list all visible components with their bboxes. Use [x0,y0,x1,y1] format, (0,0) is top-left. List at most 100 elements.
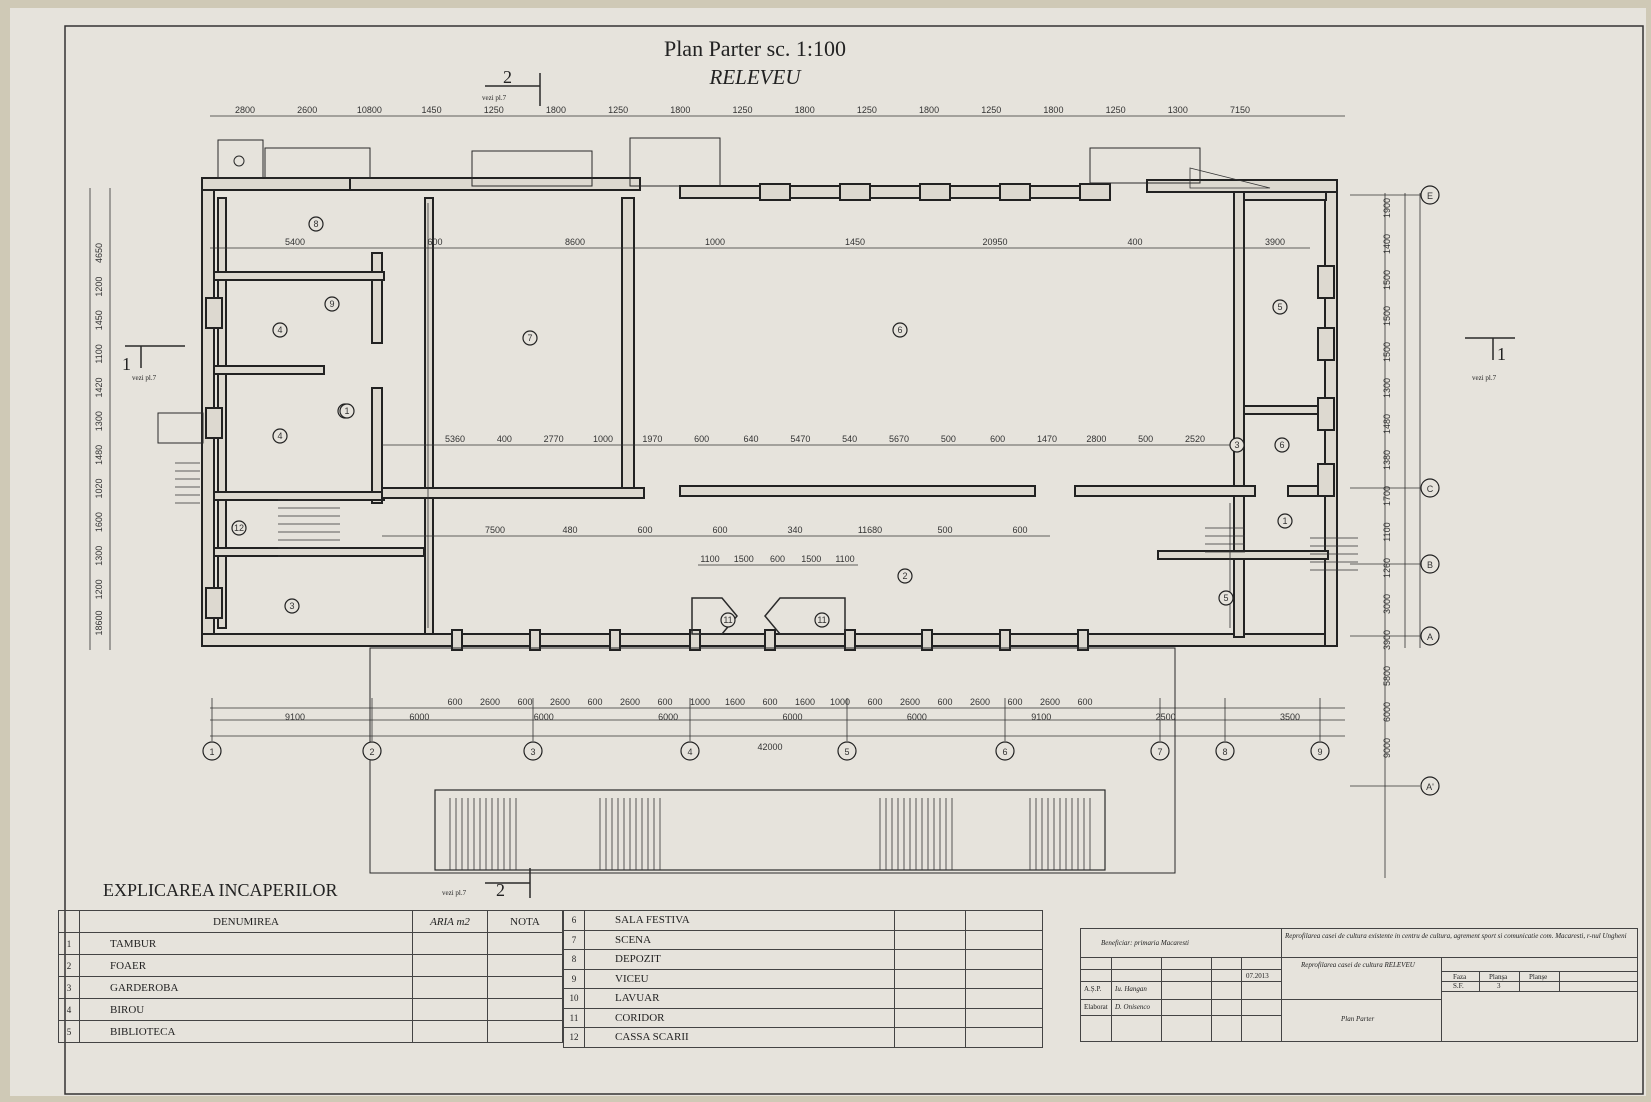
axis-label: 1 [209,747,214,757]
legend-row-area [412,1020,488,1043]
dimension-label: 1300 [1382,378,1392,398]
legend-row-name: FOAER [79,954,413,977]
dimension-label: 8600 [565,237,585,247]
legend-row-note [965,910,1043,931]
dimension-label: 600 [657,697,672,707]
svg-text:2: 2 [503,67,512,87]
axis-bubble [523,741,543,761]
svg-text:1: 1 [1497,344,1506,364]
room-marker-number: 8 [313,219,318,229]
dimension-label: 600 [990,434,1005,444]
dimension-label: 1200 [94,579,104,599]
dimension-label: 6000 [782,712,802,722]
drawing-frame [64,25,1644,1095]
dimension-label: 1800 [670,105,690,115]
dimension-label: 9100 [1031,712,1051,722]
room-marker-circle [1274,437,1290,453]
floor-plan-drawing: Plan Parter sc. 1:100 RELEVEU 2 vezi pl.… [64,25,1644,1095]
dimension-label: 1480 [1382,414,1392,434]
legend-row-area [412,954,488,977]
legend-row-area [412,932,488,955]
dimension-label: 9100 [285,712,305,722]
dimension-label: 1700 [1382,486,1392,506]
dimension-label: 1260 [1382,558,1392,578]
dimension-label: 540 [842,434,857,444]
sheet-description: Reprofilarea casei de cultura RELEVEU [1301,961,1415,969]
dimension-label: 6000 [1382,702,1392,722]
legend-row-area [894,1007,966,1028]
room-marker-circle [522,330,538,346]
legend-row-note [487,976,563,999]
legend-row-area [894,988,966,1009]
dimension-label: 1600 [94,512,104,532]
asp-label: A.Ș.P. [1084,985,1102,993]
legend-row-note [965,968,1043,989]
plan-title: Plan Parter sc. 1:100 [664,36,846,61]
axis-bubble [362,741,382,761]
legend-row-name: CORIDOR [584,1007,895,1028]
dimension-label: 2600 [480,697,500,707]
axis-bubble [1420,776,1440,796]
axis-bubble [1420,554,1440,574]
dimension-label: 1480 [94,445,104,465]
dimension-label: 600 [712,525,727,535]
dimension-label: 1400 [1382,234,1392,254]
legend-row-number: 4 [58,998,80,1021]
legend-row-number: 11 [563,1007,585,1028]
dimension-label: 480 [562,525,577,535]
dimension-label: 600 [1077,697,1092,707]
legend-row-number: 2 [58,954,80,977]
section-mark-1-left: 1 vezi pl.7 [122,345,185,382]
legend-row-name: LAVUAR [584,988,895,1009]
dimension-label: 3900 [1265,237,1285,247]
dimension-label: 640 [743,434,758,444]
dimension-label: 1250 [1106,105,1126,115]
legend-row-note [965,929,1043,950]
room-marker-circle [272,428,288,444]
dimension-label: 5670 [889,434,909,444]
legend-row-name: GARDEROBA [79,976,413,999]
axis-label: 9 [1317,747,1322,757]
dimension-label: 6000 [409,712,429,722]
dimension-label: 3500 [1280,712,1300,722]
room-marker-circle [1272,299,1288,315]
svg-text:2: 2 [496,880,505,900]
room-marker-circle [308,216,324,232]
dimension-label: 400 [497,434,512,444]
dimension-lines [89,115,1421,878]
dimension-label: 1000 [705,237,725,247]
dimension-label: 2600 [1040,697,1060,707]
planse-label: Planșe [1529,973,1548,981]
dimension-label: 6000 [907,712,927,722]
dimension-label: 6000 [534,712,554,722]
title-block: Beneficiar: primaria Macaresti Reprofila… [1080,928,1638,1042]
dimension-label: 1800 [795,105,815,115]
room-marker-circle [272,322,288,338]
dimension-label: 1450 [422,105,442,115]
room-marker-number: 6 [1279,440,1284,450]
dimension-label: 1600 [795,697,815,707]
section-mark-1-right: 1 vezi pl.7 [1465,337,1515,382]
legend-row-number: 7 [563,929,585,950]
elaborat-label: Elaborat [1084,1003,1108,1011]
drawing-sheet: Plan Parter sc. 1:100 RELEVEU 2 vezi pl.… [10,8,1646,1096]
legend-row-note [965,1027,1043,1048]
dimension-label: 340 [787,525,802,535]
dimension-label: 1450 [845,237,865,247]
legend-row-note [965,949,1043,970]
dimension-label: 1500 [1382,306,1392,326]
legend-row-name: SALA FESTIVA [584,910,895,931]
legend-title: EXPLICAREA INCAPERILOR [103,880,338,900]
beneficiar-text: Beneficiar: primaria Macaresti [1101,939,1190,947]
legend-row-number: 8 [563,949,585,970]
dimension-label: 1600 [725,697,745,707]
